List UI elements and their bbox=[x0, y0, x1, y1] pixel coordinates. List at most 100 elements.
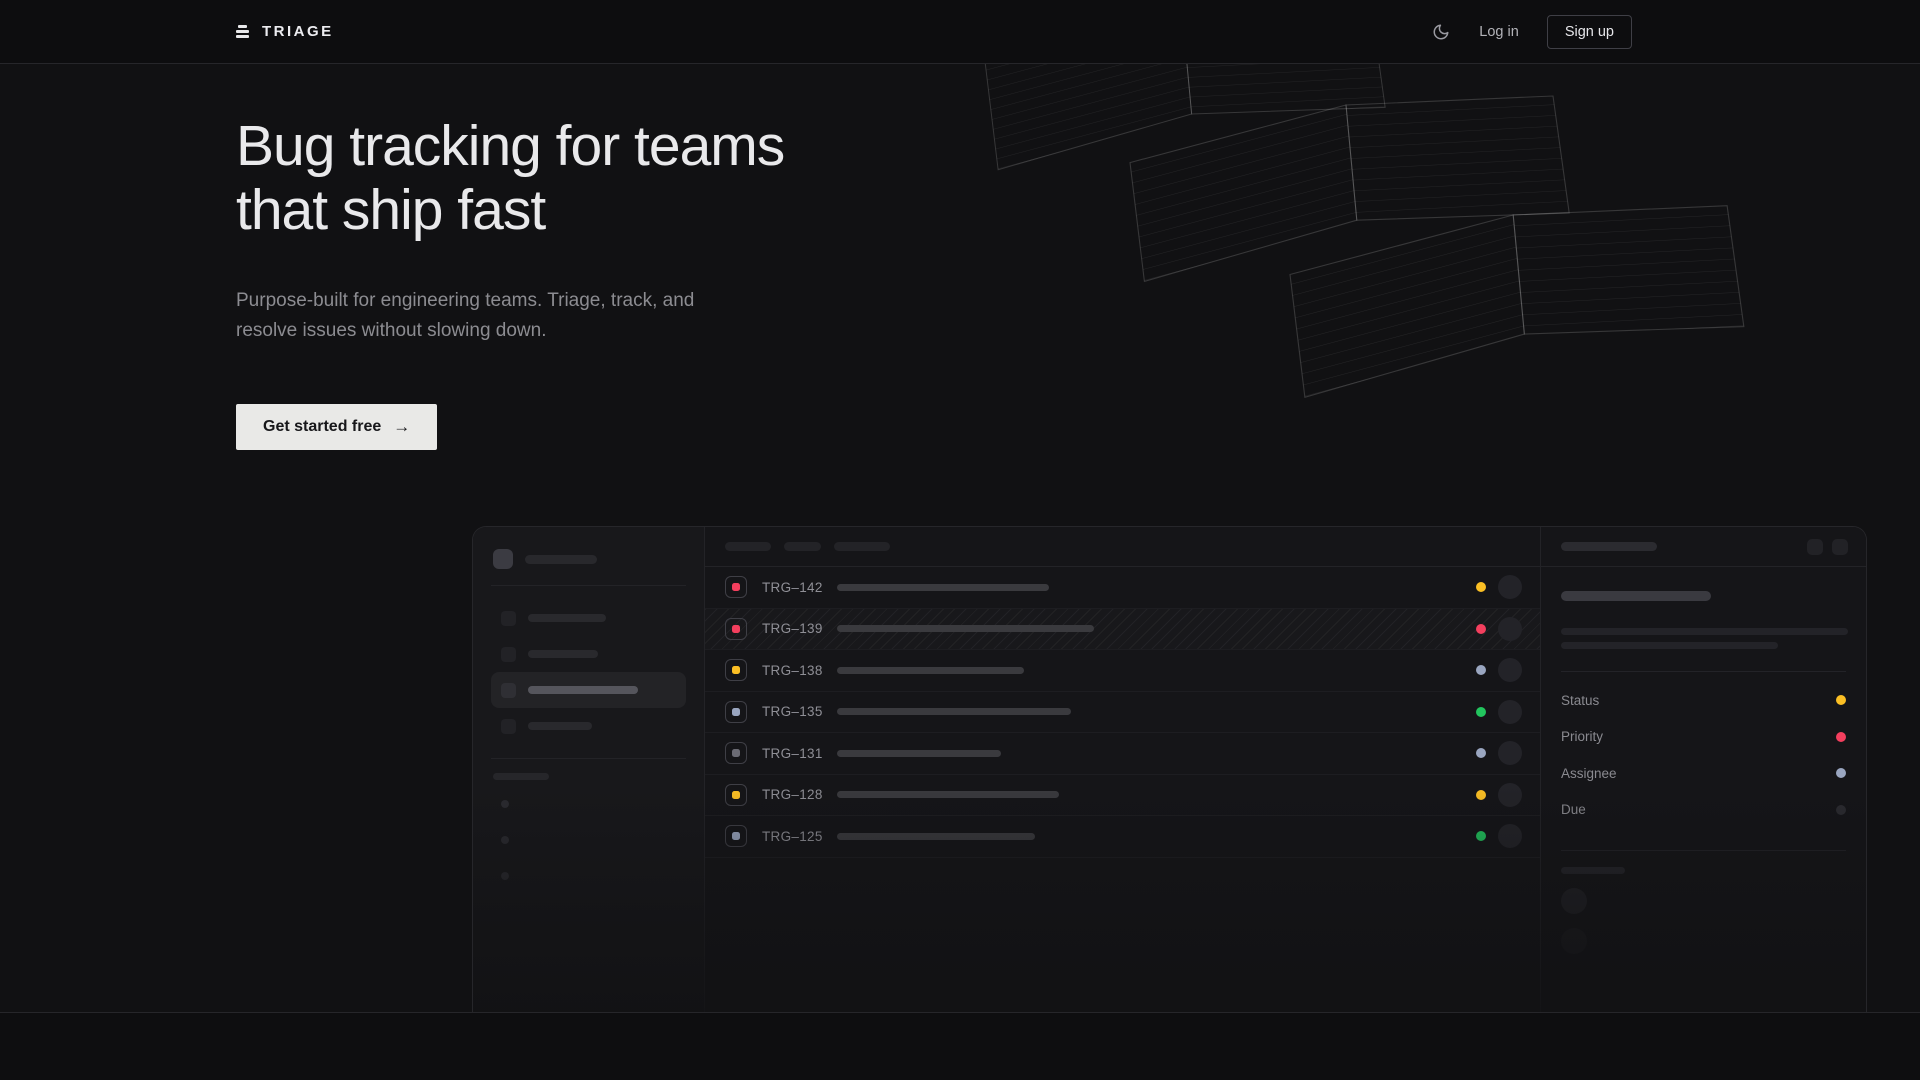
filter-pill-skeleton[interactable] bbox=[784, 542, 821, 551]
assignee-avatar bbox=[1498, 658, 1522, 683]
filter-pill-skeleton[interactable] bbox=[834, 542, 890, 551]
sidebar-dot-item[interactable] bbox=[491, 858, 686, 894]
field-value-dot-icon bbox=[1836, 768, 1846, 779]
assignee-avatar bbox=[1498, 741, 1522, 766]
status-dot-icon bbox=[1476, 665, 1486, 676]
theme-toggle-moon-icon[interactable] bbox=[1431, 22, 1451, 42]
hero-section: Bug tracking for teams that ship fast Pu… bbox=[0, 64, 1920, 1013]
sidebar-item-label-skeleton bbox=[528, 614, 606, 622]
sidebar-section-label-skeleton bbox=[493, 773, 549, 780]
issue-type-icon bbox=[725, 617, 747, 640]
footer bbox=[0, 1013, 1920, 1080]
workspace-icon bbox=[493, 549, 513, 569]
get-started-button[interactable]: Get started free → bbox=[236, 404, 438, 450]
issue-title-skeleton bbox=[837, 625, 1094, 633]
sidebar-dot-item[interactable] bbox=[491, 822, 686, 858]
bullet-dot-icon bbox=[501, 800, 509, 808]
sidebar-item-icon bbox=[501, 610, 516, 626]
assignee-avatar bbox=[1498, 616, 1522, 641]
detail-fields: Status Priority Assignee bbox=[1561, 672, 1846, 828]
issue-title-skeleton bbox=[837, 666, 1024, 674]
issue-detail-panel: Status Priority Assignee bbox=[1540, 527, 1866, 1012]
workspace-name-skeleton bbox=[525, 554, 597, 564]
detail-title-skeleton bbox=[1561, 591, 1711, 601]
sidebar-dot-item[interactable] bbox=[491, 786, 686, 822]
sidebar-nav-item[interactable] bbox=[491, 600, 686, 636]
issue-id: TRG–135 bbox=[762, 704, 823, 720]
issue-list-header bbox=[705, 527, 1540, 567]
triage-logo-icon bbox=[236, 24, 252, 39]
divider bbox=[1561, 671, 1846, 672]
issue-id: TRG–142 bbox=[762, 579, 823, 595]
filter-pill-skeleton[interactable] bbox=[725, 542, 771, 551]
assignee-avatar bbox=[1498, 782, 1522, 807]
detail-description-skeleton bbox=[1561, 628, 1848, 635]
field-label: Priority bbox=[1561, 729, 1604, 745]
field-value-dot-icon bbox=[1836, 695, 1846, 706]
issue-title-skeleton bbox=[837, 791, 1059, 799]
signup-button[interactable]: Sign up bbox=[1546, 14, 1632, 49]
divider bbox=[1561, 850, 1846, 851]
issue-row[interactable]: TRG–142 bbox=[705, 567, 1540, 609]
detail-action-icon[interactable] bbox=[1807, 538, 1823, 555]
issue-row[interactable]: TRG–139 bbox=[705, 608, 1540, 650]
bullet-dot-icon bbox=[501, 836, 509, 844]
field-label: Due bbox=[1561, 802, 1586, 818]
mockup-sidebar bbox=[473, 527, 705, 1012]
detail-header bbox=[1541, 527, 1866, 567]
issue-id: TRG–138 bbox=[762, 662, 823, 678]
navbar: TRIAGE Log in Sign up bbox=[0, 0, 1920, 64]
issue-type-icon bbox=[725, 700, 747, 723]
login-link[interactable]: Log in bbox=[1479, 23, 1519, 40]
brand-logo[interactable]: TRIAGE bbox=[236, 23, 334, 40]
issue-row[interactable]: TRG–131 bbox=[705, 733, 1540, 775]
status-dot-icon bbox=[1476, 706, 1486, 717]
workspace-switcher[interactable] bbox=[491, 545, 686, 586]
issue-row[interactable]: TRG–138 bbox=[705, 650, 1540, 692]
sidebar-nav-item[interactable] bbox=[491, 708, 686, 744]
detail-field-row[interactable]: Status bbox=[1561, 682, 1846, 719]
status-dot-icon bbox=[1476, 623, 1486, 634]
sidebar-item-icon bbox=[501, 682, 516, 698]
issue-type-icon bbox=[725, 659, 747, 682]
issue-id: TRG–131 bbox=[762, 745, 823, 761]
hero-title: Bug tracking for teams that ship fast bbox=[236, 114, 785, 242]
sidebar-item-label-skeleton bbox=[528, 650, 598, 658]
sidebar-nav-item[interactable] bbox=[491, 636, 686, 672]
activity-section-label-skeleton bbox=[1561, 867, 1625, 874]
assignee-avatar bbox=[1498, 575, 1522, 600]
issue-type-icon bbox=[725, 576, 747, 599]
status-dot-icon bbox=[1476, 789, 1486, 800]
issue-title-skeleton bbox=[837, 749, 1001, 757]
field-value-dot-icon bbox=[1836, 804, 1846, 815]
detail-field-row[interactable]: Priority bbox=[1561, 719, 1846, 756]
detail-field-row[interactable]: Due bbox=[1561, 792, 1846, 829]
status-dot-icon bbox=[1476, 831, 1486, 842]
brand-name: TRIAGE bbox=[262, 23, 334, 40]
status-dot-icon bbox=[1476, 748, 1486, 759]
arrow-right-icon: → bbox=[393, 417, 411, 436]
field-label: Assignee bbox=[1561, 765, 1617, 781]
issue-row[interactable]: TRG–125 bbox=[705, 816, 1540, 858]
detail-action-icon[interactable] bbox=[1832, 538, 1848, 555]
sidebar-nav bbox=[491, 586, 686, 759]
issue-id: TRG–128 bbox=[762, 787, 823, 803]
field-label: Status bbox=[1561, 692, 1600, 708]
issue-title-skeleton bbox=[837, 708, 1071, 716]
detail-breadcrumb-skeleton bbox=[1561, 542, 1657, 551]
sidebar-nav-item[interactable] bbox=[491, 672, 686, 708]
field-value-dot-icon bbox=[1836, 731, 1846, 742]
app-mockup: TRG–142 TRG–139 bbox=[472, 526, 1867, 1012]
sidebar-item-label-skeleton bbox=[528, 722, 592, 730]
issue-row[interactable]: TRG–135 bbox=[705, 692, 1540, 733]
comment-avatar bbox=[1561, 888, 1587, 914]
issue-rows: TRG–142 TRG–139 bbox=[705, 567, 1540, 858]
issue-row[interactable]: TRG–128 bbox=[705, 775, 1540, 816]
issue-type-icon bbox=[725, 825, 747, 848]
detail-description-skeleton bbox=[1561, 642, 1778, 649]
status-dot-icon bbox=[1476, 582, 1486, 593]
issue-id: TRG–125 bbox=[762, 828, 823, 844]
sidebar-item-label-skeleton bbox=[528, 686, 638, 694]
detail-field-row[interactable]: Assignee bbox=[1561, 755, 1846, 792]
bullet-dot-icon bbox=[501, 872, 509, 880]
